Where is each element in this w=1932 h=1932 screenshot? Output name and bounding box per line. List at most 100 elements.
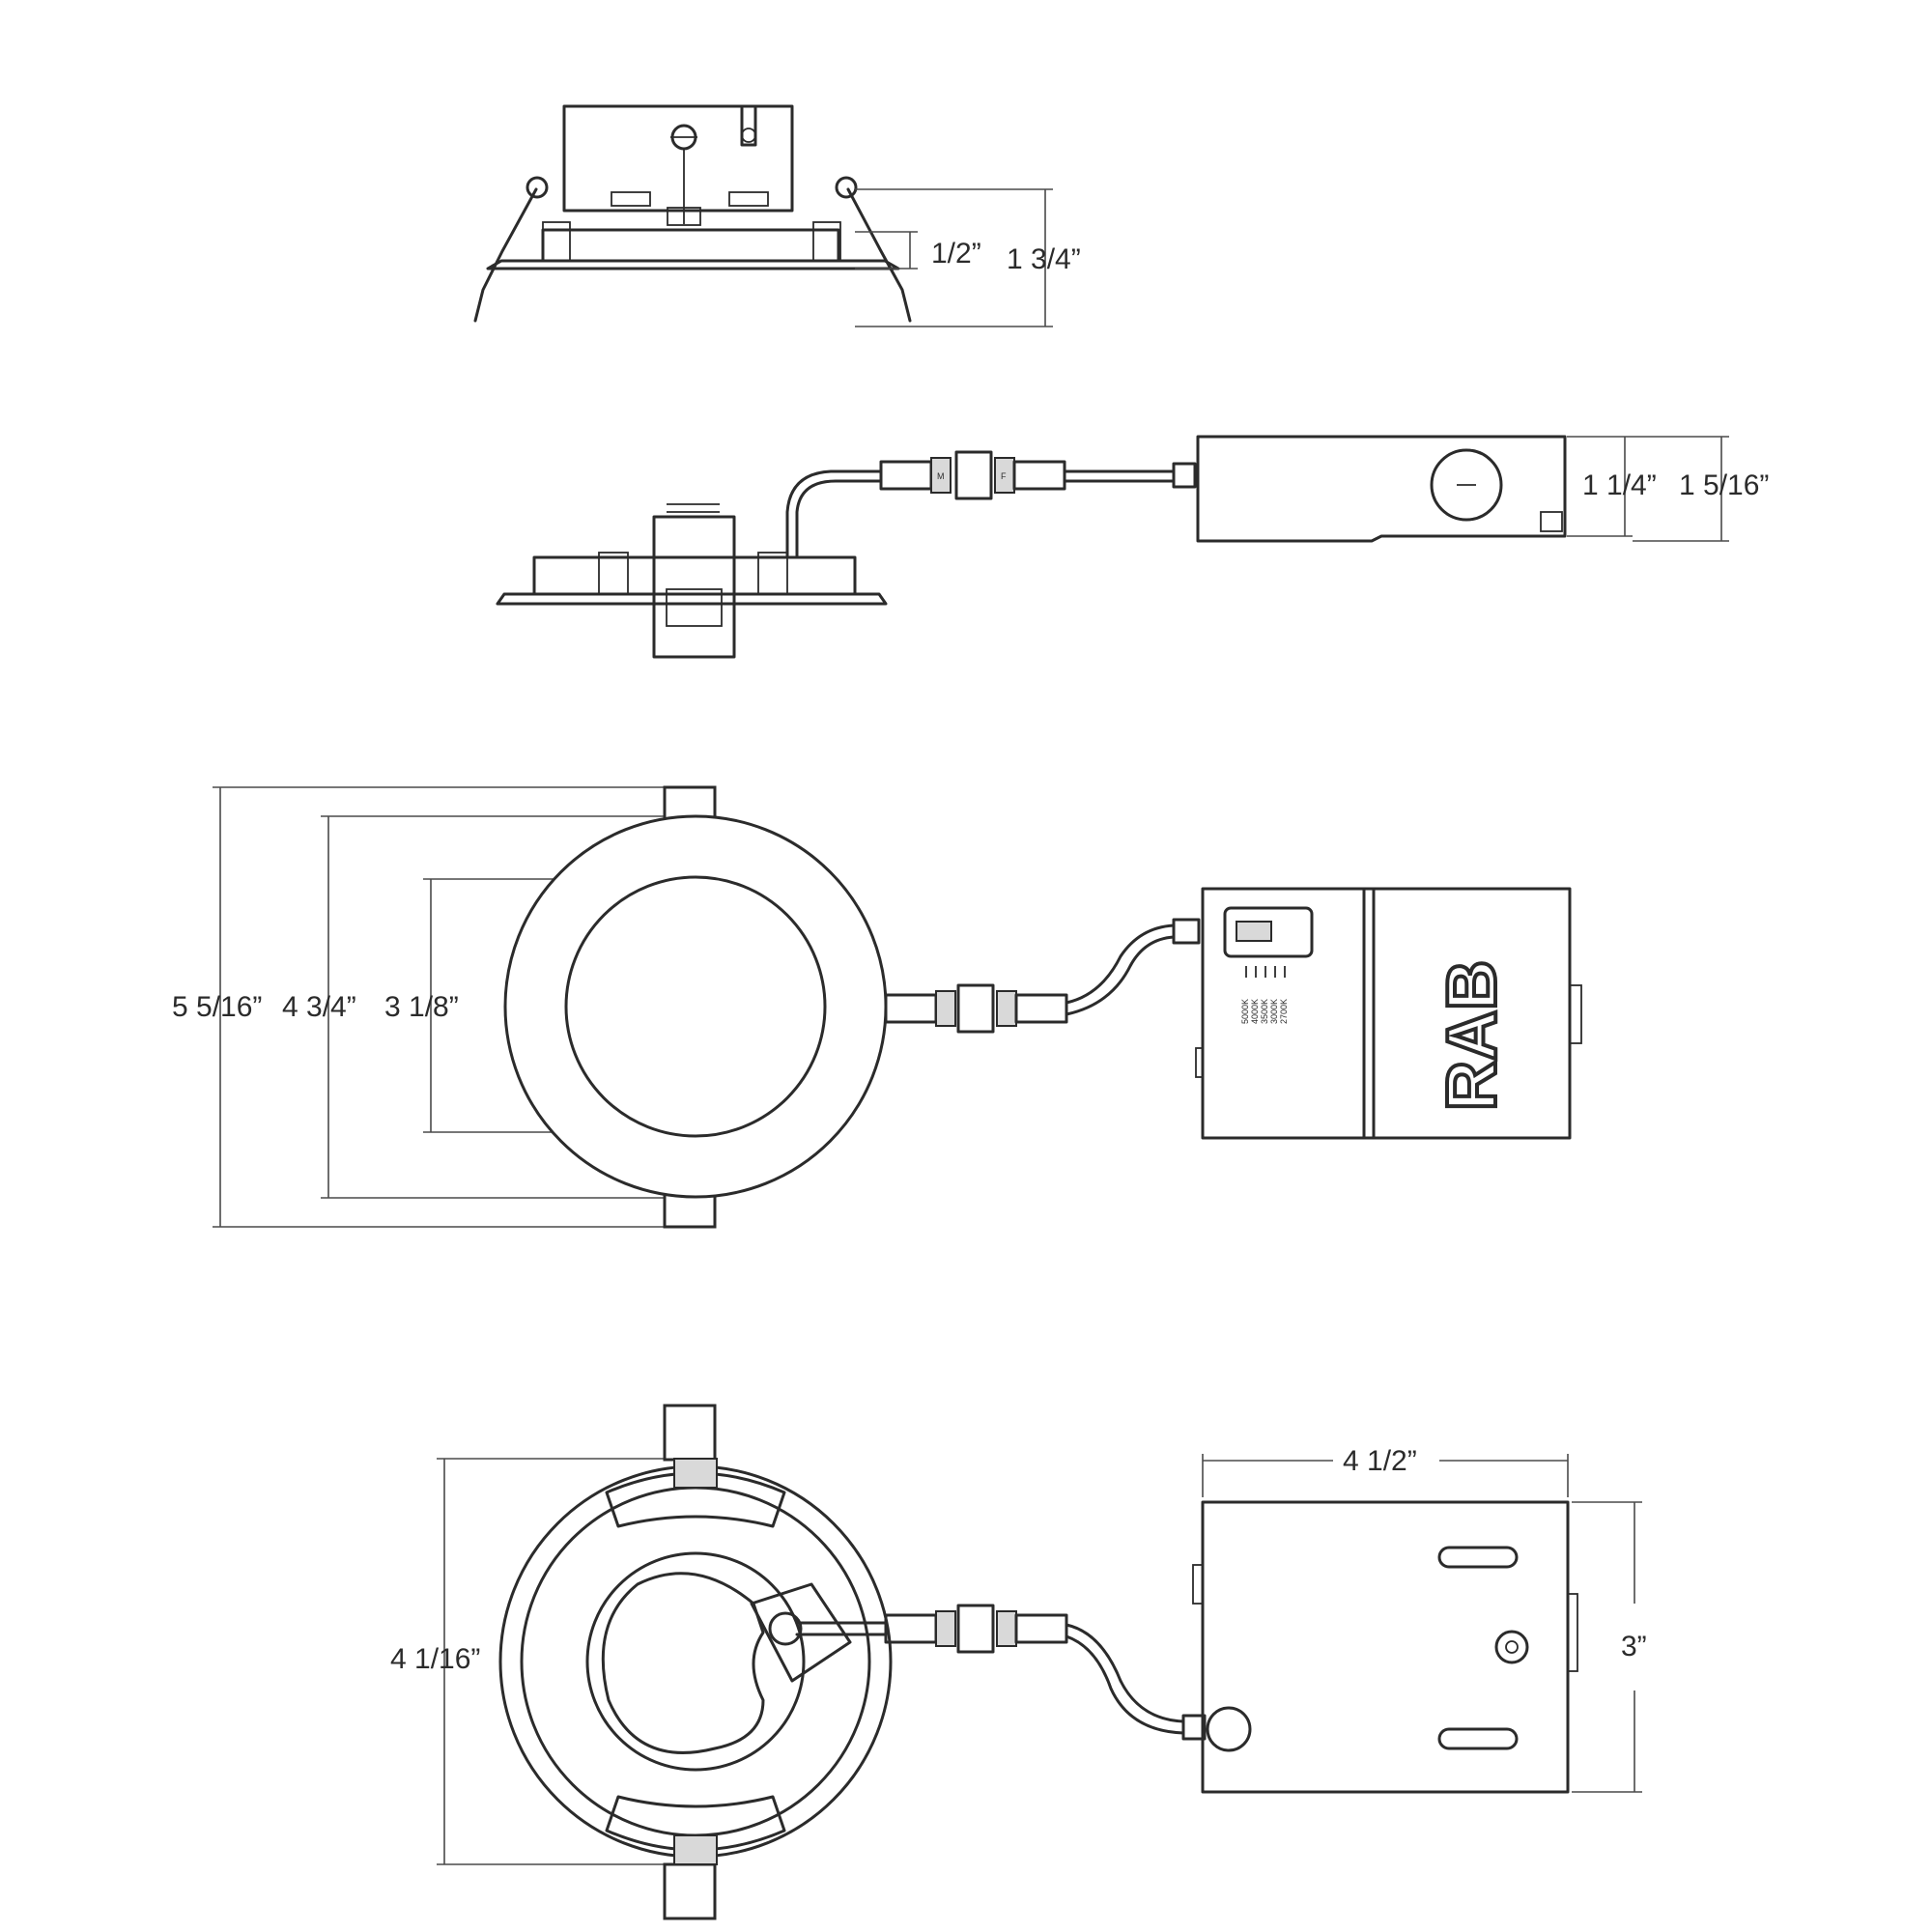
- housing-ring-outer: [498, 1464, 893, 1859]
- cct-switch-slider-icon[interactable]: [1236, 921, 1272, 942]
- connector-male-bottom: [884, 1613, 938, 1644]
- body-lug-left: [542, 221, 571, 262]
- bottom-box-tab-left: [1192, 1564, 1204, 1605]
- dim-trim: 4 3/4”: [282, 991, 356, 1023]
- cable-side: [785, 469, 883, 557]
- ground-screw-center: [1505, 1640, 1519, 1654]
- connector-male: [879, 460, 933, 491]
- spring-pivot-right-icon: [835, 176, 858, 199]
- cct-option-2700: 2700K: [1279, 999, 1289, 1024]
- keyhole-slot-bottom-icon: [1437, 1727, 1519, 1750]
- dim-box-height-inner: 1 1/4”: [1582, 469, 1657, 501]
- connector-nut-bottom: [956, 1604, 995, 1654]
- heat-sink-ring: [585, 1551, 806, 1772]
- box-side-tab-left: [1195, 1047, 1204, 1078]
- dim-line-total-height: [855, 188, 1053, 327]
- dim-box-width: 3”: [1621, 1631, 1647, 1662]
- strain-relief-top: [1172, 918, 1201, 945]
- dim-line-box-width: [1572, 1501, 1642, 1793]
- cct-switch-housing: [1223, 906, 1314, 958]
- cable-clamp-icon: [1206, 1706, 1252, 1752]
- top-view: 5000K 4000K 3500K 3000K 2700K RAB 5 5/16…: [172, 785, 1582, 1229]
- knockout-side-icon: [1430, 448, 1503, 522]
- cable-top: [1065, 923, 1176, 1005]
- dim-line-box-length: [1202, 1454, 1569, 1497]
- bottom-view: 4 1/16” 4 1/2” 3”: [390, 1404, 1647, 1920]
- connector-collar-bottom-b: [996, 1610, 1017, 1647]
- body-lug-right: [812, 221, 841, 262]
- spring-coil: [667, 503, 720, 513]
- dim-total-height: 1 3/4”: [1007, 243, 1081, 275]
- connector-nut-top: [956, 983, 995, 1034]
- cable-entry-plate: [750, 1582, 852, 1683]
- connector-collar-top-a: [935, 990, 956, 1027]
- cable-side-b: [795, 479, 883, 557]
- cable-to-driver: [1063, 469, 1176, 483]
- stem-nut: [667, 207, 701, 226]
- bracket-clip: [666, 588, 723, 627]
- cct-option-5000: 5000K: [1240, 999, 1250, 1024]
- connector-female: [1012, 460, 1066, 491]
- spring-pivot-left-icon: [526, 176, 549, 199]
- fixture-body-side-2: [532, 555, 857, 596]
- cable-bottom-b: [1065, 1623, 1185, 1723]
- ground-tab: [1540, 511, 1563, 532]
- connector-nut: [954, 450, 993, 500]
- connector-male-top: [884, 993, 938, 1024]
- cable-top-b: [1065, 935, 1176, 1016]
- side-view: 1/2” 1 3/4”: [473, 104, 1081, 327]
- connector-female-bottom: [1014, 1613, 1068, 1644]
- driver-box-bottom: [1201, 1500, 1570, 1794]
- dim-line-box-inner: [1567, 436, 1633, 537]
- cable-grommet-icon: [768, 1611, 803, 1646]
- trim-ring-outer: [503, 814, 888, 1199]
- dim-overall: 5 5/16”: [172, 991, 262, 1023]
- strain-relief: [1172, 462, 1197, 489]
- ground-screw-icon: [1494, 1630, 1529, 1664]
- cable-bottom: [795, 1621, 888, 1636]
- cct-option-4000: 4000K: [1250, 999, 1260, 1024]
- dim-line-box-outer: [1633, 436, 1729, 542]
- dim-line-trim-height: [855, 231, 918, 270]
- fixture-body-side: [541, 228, 840, 263]
- spring-left: [473, 187, 538, 323]
- box-side-tab: [1569, 984, 1582, 1044]
- side-view-with-driver: M F 1 1/4” 1 5/16”: [496, 435, 1769, 659]
- dim-line-cutout: [437, 1458, 676, 1865]
- cct-labels: 5000K 4000K 3500K 3000K 2700K: [1240, 999, 1289, 1024]
- connector-label-female: F: [1001, 471, 1007, 481]
- stem: [670, 136, 697, 224]
- cable-bottom-c: [1065, 1634, 1185, 1735]
- bottom-spring-tab-bottom: [663, 1862, 717, 1920]
- bottom-box-tab-right: [1567, 1593, 1578, 1672]
- bottom-spring-tab-top: [663, 1404, 717, 1462]
- dim-box-height-outer: 1 5/16”: [1679, 469, 1769, 501]
- dim-box-length: 4 1/2”: [1343, 1445, 1417, 1477]
- dim-trim-height: 1/2”: [931, 238, 981, 270]
- dim-line-trim: [321, 815, 676, 1199]
- connector-label-male: M: [937, 471, 945, 481]
- body-lug-2a: [598, 552, 629, 595]
- body-lug-2b: [757, 552, 788, 595]
- connector-collar-top-b: [996, 990, 1017, 1027]
- aperture-lens: [564, 875, 827, 1138]
- box-tab-right: [728, 191, 769, 207]
- cct-option-3000: 3000K: [1269, 999, 1279, 1024]
- driver-box-side: [1196, 435, 1567, 543]
- box-latch: [740, 106, 757, 147]
- spring-coil-top: [673, 1458, 718, 1489]
- strain-relief-bottom: [1181, 1714, 1207, 1741]
- cct-tick-marks: [1245, 966, 1286, 978]
- lens-opening: [601, 1572, 765, 1754]
- dim-line-overall: [213, 786, 715, 1228]
- box-lid-seam: [1362, 887, 1376, 1140]
- spring-plate-top: [605, 1471, 786, 1528]
- spring-plate-bottom: [605, 1795, 786, 1852]
- brand-logo: RAB: [1434, 960, 1511, 1111]
- connector-female-top: [1014, 993, 1068, 1024]
- connector-collar-a: [930, 457, 952, 494]
- trim-flange-side: [486, 259, 900, 270]
- connector-collar-bottom-a: [935, 1610, 956, 1647]
- spring-right: [846, 187, 912, 323]
- spring-bracket: [652, 515, 736, 659]
